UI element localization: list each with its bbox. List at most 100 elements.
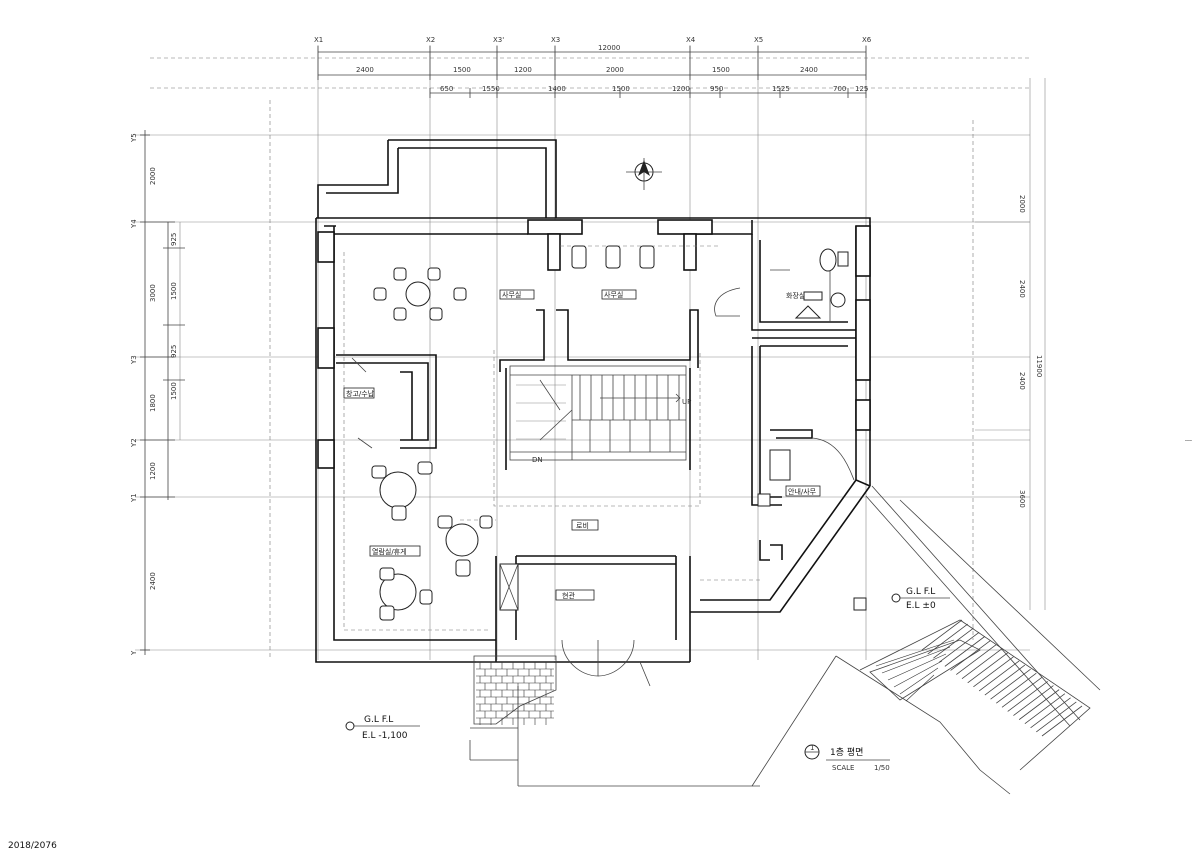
ramp-tread [1036, 701, 1077, 733]
right-dimensions: 2000 2400 2400 11900 3600 [1018, 195, 1043, 508]
dim-left-inner-4: 1500 [170, 382, 178, 400]
ramp-tread [938, 631, 980, 663]
staircase: UP DN [509, 365, 691, 464]
dim-top-2: 1500 [453, 66, 471, 74]
ramp-tread [933, 627, 974, 659]
ramp-tread [956, 644, 997, 675]
ramp-tread [961, 648, 1003, 679]
ramp-tread [1041, 705, 1083, 737]
dim-sub-2: 1550 [482, 85, 500, 93]
grid-lines [135, 45, 1046, 660]
room-label-office-b: 사무실 [604, 290, 623, 299]
axis-label-x3: X3 [551, 36, 560, 44]
brick-course [887, 653, 947, 681]
ramp-tread [1013, 685, 1054, 716]
elevation-marker-left: G.L F.L E.L -1,100 [345, 715, 420, 741]
axis-label-x6: X6 [862, 36, 872, 44]
margin-mark: ﹏ [1185, 434, 1192, 442]
title-block-scale-label: SCALE [832, 764, 854, 772]
dim-left-5: 2400 [149, 572, 157, 590]
axis-label-x3-prime: X3' [493, 36, 504, 44]
room-label-toilet: 화장실 [786, 291, 805, 300]
dim-sub-4: 1500 [612, 85, 630, 93]
brick-course [905, 674, 935, 702]
ramp-tread [978, 660, 1020, 692]
room-label-lobby: 로비 [576, 521, 589, 530]
dim-sub-8: 700 [833, 85, 846, 93]
ramp-tread [921, 619, 963, 651]
axis-label-x2: X2 [426, 36, 435, 44]
elevation-left-value: E.L -1,100 [362, 731, 408, 741]
dim-left-1: 2000 [149, 167, 157, 185]
room-label-info: 안내/사무 [788, 487, 817, 496]
elevation-left-title: G.L F.L [364, 715, 393, 725]
brick-course [899, 667, 939, 695]
dim-right-4: 11900 [1035, 355, 1043, 377]
ramp-tread [1018, 689, 1060, 720]
dim-sub-9: 125 [855, 85, 868, 93]
ramp-tread [990, 668, 1031, 700]
room-labels: 사무실 사무실 화장실 창고/수납 로비 열람실/휴게 현관 안내/사무 [343, 290, 821, 600]
dim-right-2: 2400 [1018, 280, 1026, 298]
ramp-tread [1030, 697, 1071, 729]
ramp-tread [967, 652, 1008, 684]
ramp-tread [1001, 677, 1043, 708]
axis-label-x5: X5 [754, 36, 763, 44]
axis-label-y2: Y2 [130, 438, 138, 448]
zone-boundaries [343, 245, 760, 631]
axis-label-y5: Y5 [130, 133, 138, 143]
ramp-tread [984, 664, 1026, 696]
dim-left-inner-3: 925 [170, 345, 178, 358]
dim-top-1: 2400 [356, 66, 374, 74]
elevation-marker-right: G.L F.L E.L ±0 [891, 587, 950, 611]
ramp-tread [973, 656, 1014, 688]
dim-total-width: 12000 [598, 44, 620, 52]
elevation-right-value: E.L ±0 [906, 601, 936, 611]
axis-label-x4: X4 [686, 36, 696, 44]
stair-up-label: UP [682, 398, 691, 406]
dim-right-1: 2000 [1018, 195, 1026, 213]
brick-course [875, 639, 955, 667]
room-label-office-a: 사무실 [502, 290, 521, 299]
title-block-scale-value: 1/50 [874, 764, 890, 772]
furniture [371, 245, 867, 621]
dim-left-inner-2: 1500 [170, 282, 178, 300]
dim-left-inner-1: 925 [170, 233, 178, 246]
stair-down-label: DN [532, 456, 543, 464]
entrance-doors [469, 639, 760, 787]
north-arrow-icon [626, 158, 662, 190]
axis-label-y1: Y1 [130, 493, 138, 503]
brick-course [893, 660, 943, 688]
title-block-name: 1층 평면 [830, 747, 863, 758]
axis-label-x1: X1 [314, 36, 323, 44]
dim-top-6: 2400 [800, 66, 818, 74]
dim-sub-6: 950 [710, 85, 723, 93]
top-dimensions: X1 X2 X3' X3 X4 X5 X6 12000 2400 1500 12… [314, 36, 872, 98]
drawing-title-block: 1 1층 평면 SCALE 1/50 [804, 744, 890, 772]
dim-sub-3: 1400 [548, 85, 566, 93]
dim-left-2: 3000 [149, 284, 157, 302]
dim-top-5: 1500 [712, 66, 730, 74]
ramp-tread [1024, 693, 1066, 725]
exterior-stairs [751, 485, 1101, 795]
dim-sub-7: 1525 [772, 85, 790, 93]
dim-top-3: 1200 [514, 66, 532, 74]
left-dimensions: Y5 Y4 Y3 Y2 Y1 Y 2000 3000 1800 1200 240… [130, 130, 185, 656]
dim-top-4: 2000 [606, 66, 624, 74]
brick-course [881, 646, 951, 674]
ramp-tread [996, 672, 1037, 704]
dim-right-3: 2400 [1018, 372, 1026, 390]
room-label-reading: 열람실/휴게 [372, 547, 407, 556]
elevation-right-title: G.L F.L [906, 587, 935, 597]
dim-right-5: 3600 [1018, 490, 1026, 508]
ramp-tread [1007, 681, 1048, 712]
signature-text: 2018/2076 [8, 841, 57, 851]
dim-left-4: 1200 [149, 462, 157, 480]
interior-partitions [336, 234, 856, 561]
title-block-number: 1 [810, 744, 814, 752]
ramp-tread [944, 636, 986, 667]
axis-label-y4: Y4 [130, 219, 138, 229]
axis-label-y3: Y3 [130, 355, 138, 365]
axis-label-y: Y [130, 650, 138, 656]
brick-paving-left [473, 655, 557, 725]
